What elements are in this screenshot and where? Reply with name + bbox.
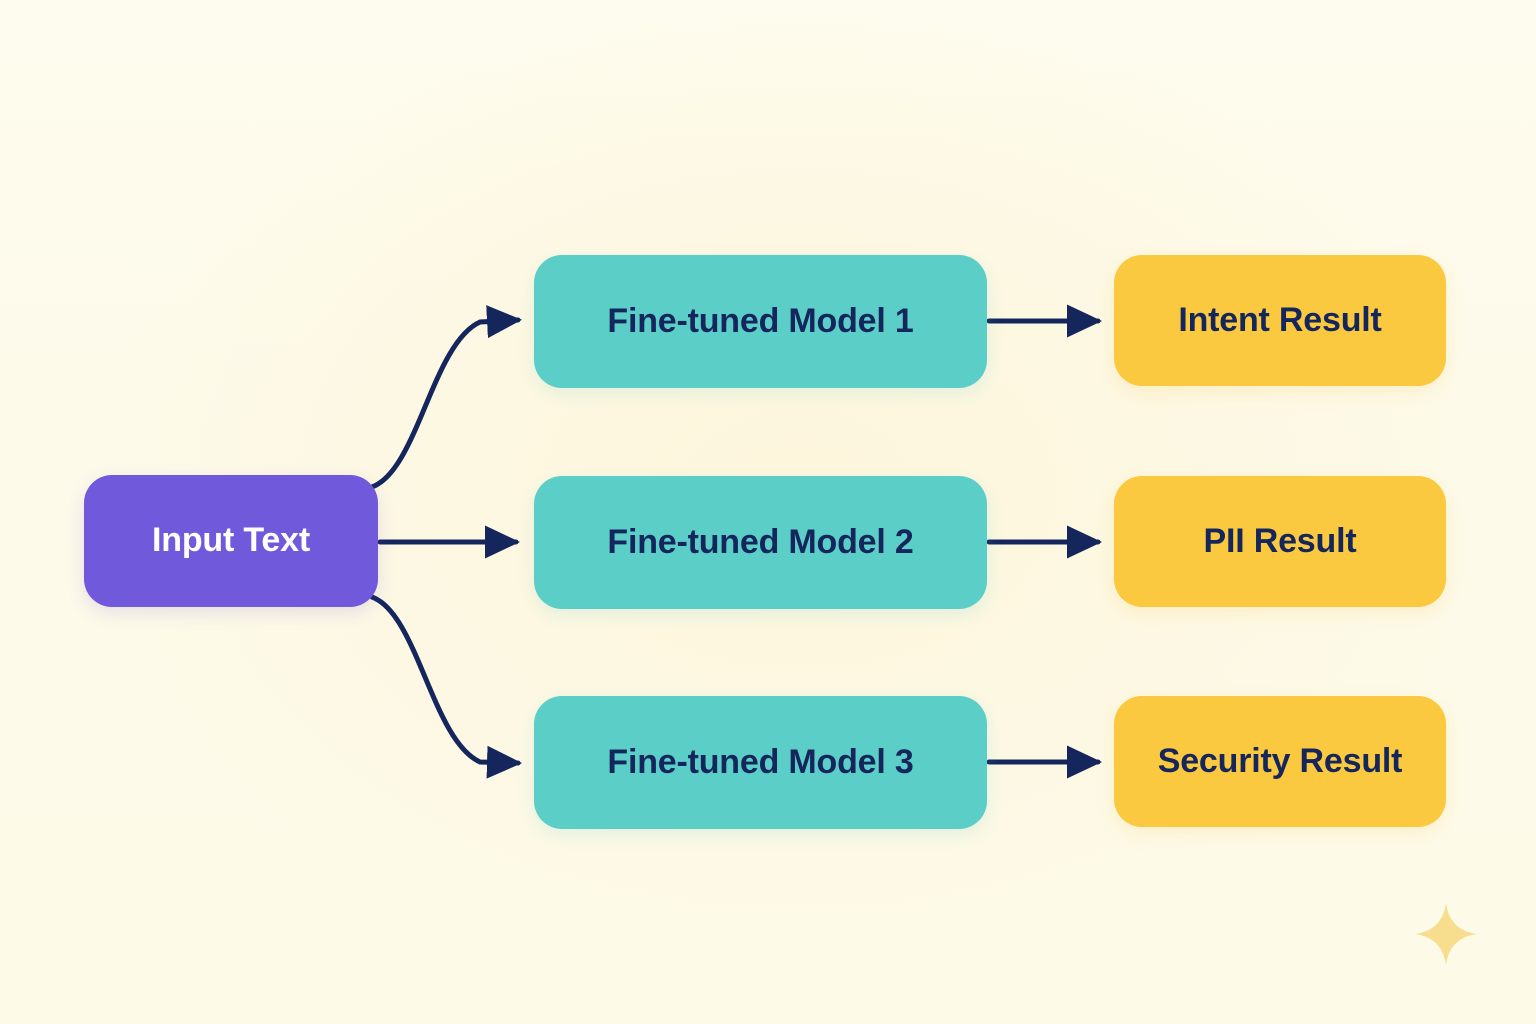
node-intent-result-label: Intent Result xyxy=(1178,300,1382,339)
node-pii-result[interactable]: PII Result xyxy=(1114,476,1446,607)
node-fine-tuned-model-1-label: Fine-tuned Model 1 xyxy=(607,301,914,340)
node-fine-tuned-model-2[interactable]: Fine-tuned Model 2 xyxy=(534,476,987,609)
node-input-text[interactable]: Input Text xyxy=(84,475,378,607)
node-intent-result[interactable]: Intent Result xyxy=(1114,255,1446,386)
edge-input-to-model-1 xyxy=(369,305,522,490)
node-security-result-label: Security Result xyxy=(1157,741,1403,780)
node-security-result[interactable]: Security Result xyxy=(1114,696,1446,827)
node-input-text-label: Input Text xyxy=(152,521,310,560)
edge-input-to-model-3 xyxy=(369,594,522,779)
sparkle-icon xyxy=(1414,902,1478,966)
node-fine-tuned-model-3-label: Fine-tuned Model 3 xyxy=(607,742,914,781)
node-fine-tuned-model-1[interactable]: Fine-tuned Model 1 xyxy=(534,255,987,388)
node-fine-tuned-model-2-label: Fine-tuned Model 2 xyxy=(607,522,914,561)
node-fine-tuned-model-3[interactable]: Fine-tuned Model 3 xyxy=(534,696,987,829)
node-pii-result-label: PII Result xyxy=(1203,521,1357,560)
